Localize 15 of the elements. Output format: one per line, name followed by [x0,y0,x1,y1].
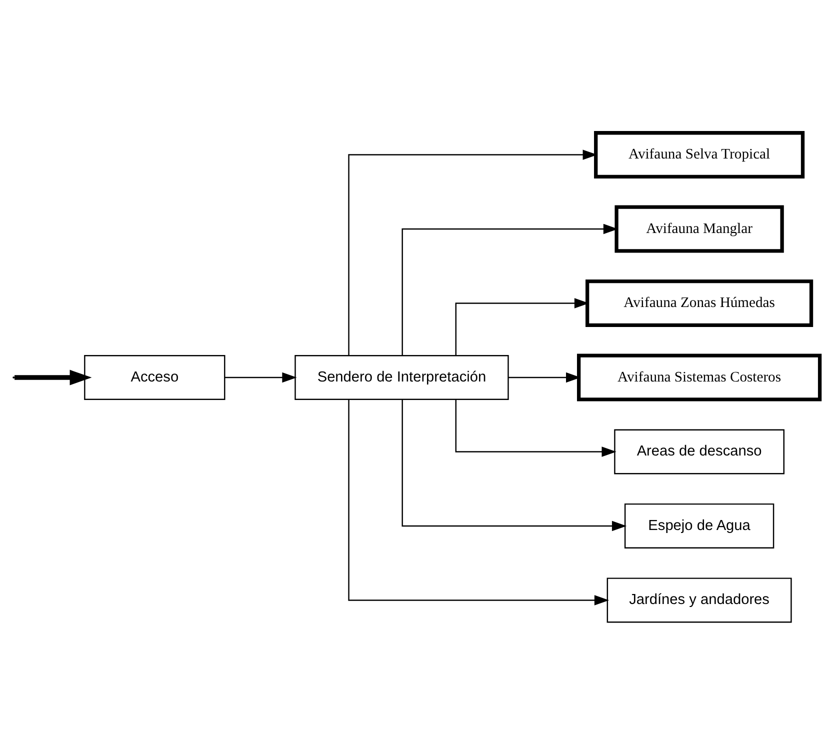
arrow [348,399,610,605]
node-box: Avifauna Selva Tropical [594,130,805,178]
arrow [402,398,627,531]
node-box: Avifauna Manglar [614,204,784,252]
node-box: Jardínes y andadores [606,577,792,622]
node-box: Sendero de Interpretación [294,354,509,400]
node-box: Avifauna Sistemas Costeros [576,353,822,401]
node-box: Avifauna Zonas Húmedas [586,279,814,326]
arrow [14,369,92,385]
node-box: Acceso [84,354,226,400]
node-box: Areas de descanso [614,428,784,474]
arrow [348,149,598,355]
arrow [224,372,297,382]
node-box: Espejo de Agua [624,502,774,548]
arrow [455,399,616,456]
